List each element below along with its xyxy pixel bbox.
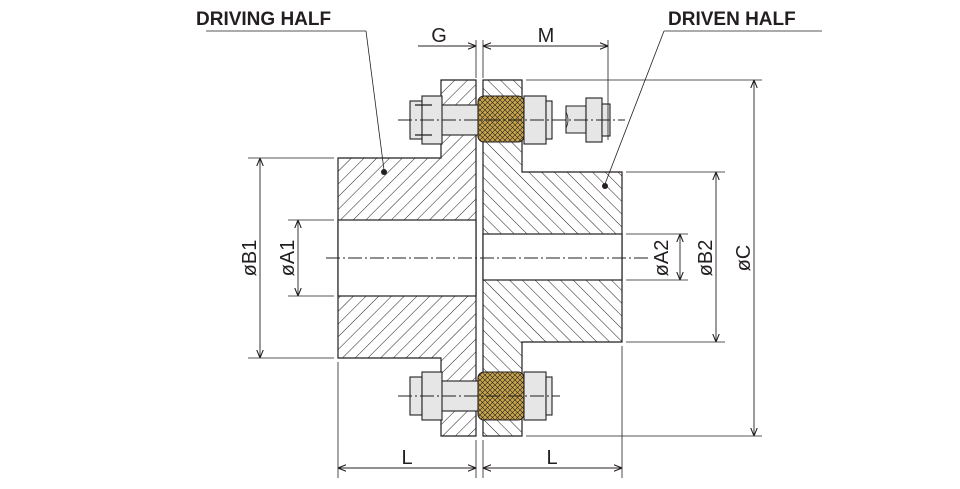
gap-label: G — [431, 25, 447, 47]
driving-half-leader-dot — [381, 169, 387, 175]
driven-half-callout: DRIVEN HALF — [602, 9, 822, 189]
top-rubber-bushing — [477, 95, 525, 143]
bolt-length-label: M — [538, 25, 555, 47]
driven-bore — [482, 233, 623, 281]
hub-length-right-label: L — [546, 447, 557, 469]
outer-dia-label: øC — [733, 245, 755, 272]
driving-half-callout: DRIVING HALF — [196, 9, 387, 175]
dimension-lines — [260, 46, 754, 468]
bore-right-label: øA2 — [651, 240, 673, 277]
hub-dia-right-label: øB2 — [695, 240, 717, 277]
bore-left-label: øA1 — [277, 240, 299, 277]
extension-lines — [248, 40, 762, 478]
hub-dia-left-label: øB1 — [239, 240, 261, 277]
driven-half-label: DRIVEN HALF — [668, 9, 796, 30]
driving-half-label: DRIVING HALF — [196, 9, 331, 30]
hub-length-left-label: L — [401, 447, 412, 469]
driven-half-leader-dot — [602, 183, 608, 189]
